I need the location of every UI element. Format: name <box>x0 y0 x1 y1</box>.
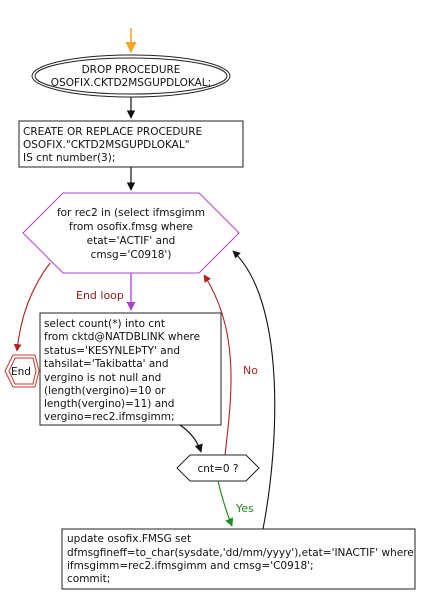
edge-end-loop <box>13 262 51 352</box>
decision-label: cnt=0 ? <box>198 463 239 475</box>
create-line-2: OSOFIX."CKTD2MSGUPDLOKAL" <box>23 139 190 151</box>
create-line-1: CREATE OR REPLACE PROCEDURE <box>23 126 202 138</box>
select-line-4: tahsilat='Takibatta' and <box>44 358 169 370</box>
update-line-2: dfmsgfineff=to_char(sysdate,'dd/mm/yyyy'… <box>67 547 414 559</box>
select-line-1: select count(*) into cnt <box>44 318 165 330</box>
update-line-4: commit; <box>67 573 110 585</box>
select-count-node: select count(*) into cnt from cktd@NATDB… <box>39 312 222 426</box>
yes-label: Yes <box>235 502 254 515</box>
select-line-7: length(vergino)=11) and <box>44 398 174 410</box>
update-node: update osofix.FMSG set dfmsgfineff=to_ch… <box>61 528 416 590</box>
create-procedure-node: CREATE OR REPLACE PROCEDURE OSOFIX."CKTD… <box>18 120 244 168</box>
edge-select-to-decision <box>179 424 203 453</box>
decision-node: cnt=0 ? <box>176 454 260 482</box>
edge-no <box>203 274 232 456</box>
update-line-1: update osofix.FMSG set <box>67 533 191 545</box>
end-loop-label: End loop <box>76 289 124 302</box>
select-line-8: vergino=rec2.ifmsgimm; <box>44 411 175 423</box>
drop-procedure-node: DROP PROCEDURE OSOFIX.CKTD2MSGUPDLOKAL; <box>31 54 231 98</box>
select-line-5: vergino is not null and <box>44 372 161 384</box>
end-node: End <box>4 354 40 388</box>
no-label: No <box>243 364 258 377</box>
create-line-3: IS cnt number(3); <box>23 152 115 164</box>
edge-update-to-loop <box>232 250 276 530</box>
loop-line-3: etat='ACTIF' and <box>87 235 176 247</box>
update-line-3: ifmsgimm=rec2.ifmsgimm and cmsg='C0918'; <box>67 560 314 572</box>
loop-line-4: cmsg='C0918') <box>91 249 172 261</box>
end-label: End <box>11 366 31 378</box>
loop-line-1: for rec2 in (select ifmsgimm <box>57 207 205 219</box>
drop-line-2: OSOFIX.CKTD2MSGUPDLOKAL; <box>51 77 211 89</box>
select-line-2: from cktd@NATDBLINK where <box>44 331 200 343</box>
select-line-3: status='KESYNLEÞTY' and <box>44 345 180 357</box>
for-loop-node: for rec2 in (select ifmsgimm from osofix… <box>22 192 240 274</box>
edge-yes <box>217 480 234 527</box>
select-line-6: (length(vergino)=10 or <box>44 385 166 397</box>
loop-line-2: from osofix.fmsg where <box>69 221 193 233</box>
drop-line-1: DROP PROCEDURE <box>82 64 181 76</box>
